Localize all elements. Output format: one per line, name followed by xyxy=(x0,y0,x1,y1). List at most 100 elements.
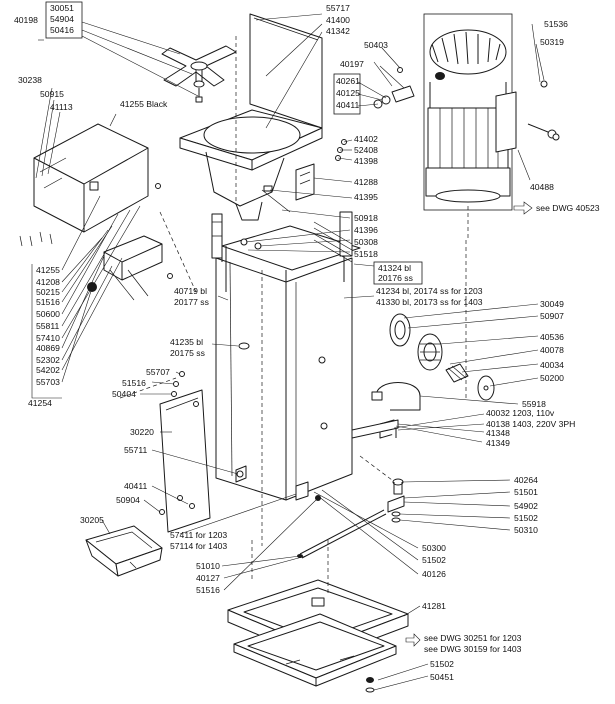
label-30049: 30049 xyxy=(540,299,564,309)
label-51502-base: 51502 xyxy=(430,659,454,669)
label-30238: 30238 xyxy=(18,75,42,85)
label-50907: 50907 xyxy=(540,311,564,321)
label-30220: 30220 xyxy=(130,427,154,437)
label-50904: 50904 xyxy=(116,495,140,505)
label-54902: 54902 xyxy=(514,501,538,511)
label-41234: 41234 bl, 20174 ss for 1203 xyxy=(376,286,483,296)
kit-item-50215: 50215 xyxy=(36,287,60,297)
label-54904: 54904 xyxy=(50,14,74,24)
switch-box-part xyxy=(19,123,173,301)
side-fittings-part xyxy=(297,478,405,559)
label-40261: 40261 xyxy=(336,76,360,86)
leader-lines xyxy=(31,13,545,691)
label-41395: 41395 xyxy=(354,192,378,202)
kit-item-41255: 41255 xyxy=(36,265,60,275)
label-41396: 41396 xyxy=(354,225,378,235)
label-41398: 41398 xyxy=(354,156,378,166)
label-see-dwg-40523: see DWG 40523 xyxy=(536,203,600,213)
label-41402: 41402 xyxy=(354,134,378,144)
kit-item-51516: 51516 xyxy=(36,297,60,307)
hopper-part xyxy=(179,13,323,221)
label-51536: 51536 xyxy=(544,19,568,29)
label-40536: 40536 xyxy=(540,332,564,342)
kit-item-55811: 55811 xyxy=(36,321,59,331)
label-40126: 40126 xyxy=(422,569,446,579)
burr-assembly-part xyxy=(389,313,495,401)
label-20176: 20176 ss xyxy=(378,273,413,283)
kit-item-50600: 50600 xyxy=(36,309,60,319)
label-50915: 50915 xyxy=(40,89,64,99)
label-41330: 41330 bl, 20173 ss for 1403 xyxy=(376,297,483,307)
label-51516-left: 51516 xyxy=(122,378,146,388)
label-group-box-panel xyxy=(373,261,423,285)
label-41342: 41342 xyxy=(326,26,350,36)
label-57114: 57114 for 1403 xyxy=(170,541,227,551)
label-55711: 55711 xyxy=(124,445,147,455)
kit-item-55703: 55703 xyxy=(36,377,60,387)
kit-item-52302: 52302 xyxy=(36,355,60,365)
dwg-30251-arrow xyxy=(405,633,421,647)
front-door-part xyxy=(159,389,211,533)
label-41281: 41281 xyxy=(422,601,446,611)
kit-item-57410: 57410 xyxy=(36,333,60,343)
kit-item-54202: 54202 xyxy=(36,365,60,375)
label-40032: 40032 1203, 110v xyxy=(486,408,555,418)
agitator-wing-part xyxy=(161,45,237,103)
label-51501: 51501 xyxy=(514,487,538,497)
label-40197: 40197 xyxy=(340,59,364,69)
label-51516-low: 51516 xyxy=(196,585,220,595)
label-51010: 51010 xyxy=(196,561,220,571)
label-41288: 41288 xyxy=(354,177,378,187)
label-50308: 50308 xyxy=(354,237,378,247)
label-50918: 50918 xyxy=(354,213,378,223)
label-40125: 40125 xyxy=(336,88,360,98)
label-50200: 50200 xyxy=(540,373,564,383)
label-41400: 41400 xyxy=(326,15,350,25)
label-group-box-motor xyxy=(333,73,361,115)
label-40138: 40138 1403, 220V 3PH xyxy=(486,419,575,429)
drip-tray-part xyxy=(85,525,163,577)
label-40264: 40264 xyxy=(514,475,538,485)
label-40488: 40488 xyxy=(530,182,554,192)
side-rail-part xyxy=(351,419,399,439)
label-41235: 41235 bl xyxy=(170,337,203,347)
guide-lines xyxy=(119,206,469,596)
label-57411: 57411 for 1203 xyxy=(170,530,227,540)
cabinet-part xyxy=(211,211,361,546)
label-see-dwg-30159: see DWG 30159 for 1403 xyxy=(424,644,522,654)
label-41113: 41113 xyxy=(50,102,73,112)
label-50404: 50404 xyxy=(112,389,136,399)
label-51502-mid: 51502 xyxy=(422,555,446,565)
label-see-dwg-30251: see DWG 30251 for 1203 xyxy=(424,633,522,643)
label-41255-black: 41255 Black xyxy=(120,99,168,109)
label-40719: 40719 bl xyxy=(174,286,207,296)
label-50416: 50416 xyxy=(50,25,74,35)
label-55707: 55707 xyxy=(146,367,170,377)
cabinet-fasteners-part xyxy=(159,371,244,515)
label-50300: 50300 xyxy=(422,543,446,553)
label-41254: 41254 xyxy=(28,398,52,408)
label-20177: 20177 ss xyxy=(174,297,209,307)
label-40411-low: 40411 xyxy=(124,481,147,491)
label-30205: 30205 xyxy=(80,515,104,525)
label-41349: 41349 xyxy=(486,438,510,448)
label-50310: 50310 xyxy=(514,525,538,535)
label-50403: 50403 xyxy=(364,40,388,50)
label-30051: 30051 xyxy=(50,3,74,13)
label-group-box-top xyxy=(45,1,83,39)
label-40198: 40198 xyxy=(14,15,38,25)
label-55717: 55717 xyxy=(326,3,350,13)
label-55918: 55918 xyxy=(522,399,546,409)
kit-item-40869: 40869 xyxy=(36,343,60,353)
motor-part xyxy=(423,13,560,211)
label-40411-top: 40411 xyxy=(336,100,359,110)
label-52408: 52408 xyxy=(354,145,378,155)
label-50451: 50451 xyxy=(430,672,454,682)
label-41348: 41348 xyxy=(486,428,510,438)
label-50319: 50319 xyxy=(540,37,564,47)
kit-item-41208: 41208 xyxy=(36,277,60,287)
dwg-40523-arrow xyxy=(513,201,533,215)
label-40127: 40127 xyxy=(196,573,220,583)
label-20175: 20175 ss xyxy=(170,348,205,358)
